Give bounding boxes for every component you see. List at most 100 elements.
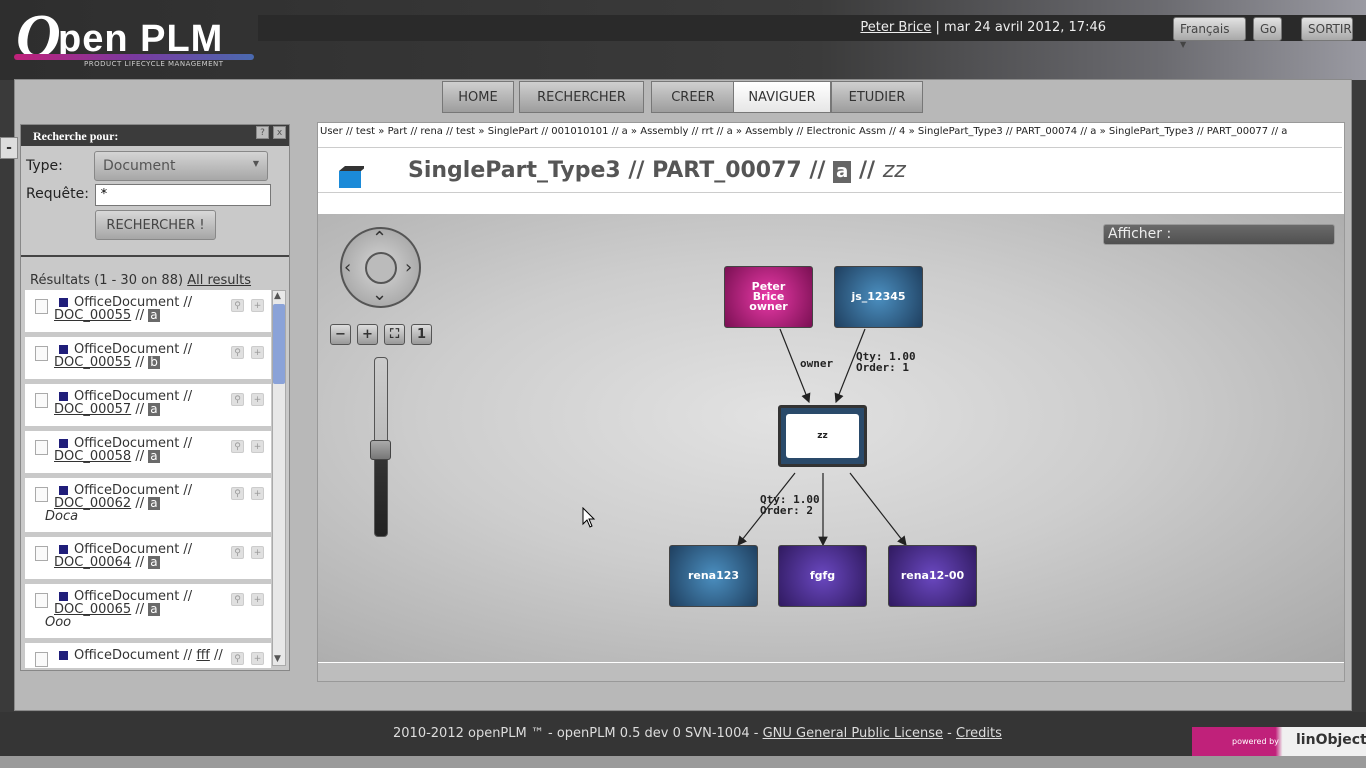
copyright: 2010-2012 openPLM ™ - openPLM 0.5 dev 0 … bbox=[393, 726, 759, 741]
divider bbox=[318, 147, 1342, 148]
arrow-left-icon[interactable]: ‹ bbox=[344, 257, 352, 278]
link-icon[interactable]: ⚲ bbox=[231, 593, 244, 606]
edge-label-child-qty: Qty: 1.00 bbox=[760, 493, 820, 506]
help-icon[interactable]: ? bbox=[256, 126, 269, 139]
add-icon[interactable]: + bbox=[251, 440, 264, 453]
footer-separator: - bbox=[947, 726, 952, 741]
close-icon[interactable]: x bbox=[273, 126, 286, 139]
document-icon bbox=[35, 593, 48, 608]
add-icon[interactable]: + bbox=[251, 346, 264, 359]
language-value: Français bbox=[1180, 22, 1230, 36]
item-ref-line: DOC_00055 // a bbox=[54, 308, 160, 323]
breadcrumb[interactable]: User // test » Part // rena // test » Si… bbox=[320, 126, 1288, 137]
user-link[interactable]: Peter Brice bbox=[860, 20, 932, 35]
arrow-up-icon[interactable]: ⌃ bbox=[372, 228, 388, 249]
graph-node-owner[interactable]: Peter Brice owner bbox=[724, 266, 813, 328]
list-item[interactable]: OfficeDocument // DOC_00065 // a Ooo ⚲ + bbox=[25, 584, 271, 638]
link-icon[interactable]: ⚲ bbox=[231, 393, 244, 406]
search-button[interactable]: RECHERCHER ! bbox=[95, 210, 216, 240]
arrow-right-icon[interactable]: › bbox=[405, 257, 413, 278]
zoom-out-button[interactable]: − bbox=[330, 324, 351, 345]
graph-node-current[interactable]: zz bbox=[778, 405, 867, 467]
graph-node-child[interactable]: fgfg bbox=[778, 545, 867, 607]
item-ref-link[interactable]: DOC_00064 bbox=[54, 555, 132, 570]
type-select[interactable]: Document ▼ bbox=[94, 151, 268, 181]
graph-node-parent[interactable]: js_12345 bbox=[834, 266, 923, 328]
collapse-sidebar-button[interactable]: - bbox=[0, 137, 18, 159]
credits-link[interactable]: Credits bbox=[956, 726, 1002, 741]
link-icon[interactable]: ⚲ bbox=[231, 652, 244, 665]
add-icon[interactable]: + bbox=[251, 546, 264, 559]
type-color-icon bbox=[59, 298, 68, 307]
graph-node-child[interactable]: rena123 bbox=[669, 545, 758, 607]
language-select[interactable]: Français ▼ bbox=[1173, 17, 1246, 49]
link-icon[interactable]: ⚲ bbox=[231, 299, 244, 312]
item-type: OfficeDocument // bbox=[74, 483, 193, 498]
add-icon[interactable]: + bbox=[251, 652, 264, 665]
results-list: OfficeDocument // DOC_00055 // a ⚲ + Off… bbox=[25, 290, 272, 668]
divider bbox=[21, 255, 289, 257]
nav-etudier[interactable]: ETUDIER bbox=[831, 81, 923, 113]
fit-screen-icon[interactable]: ⛶ bbox=[384, 324, 405, 345]
query-input[interactable]: * bbox=[95, 184, 271, 206]
nav-rechercher[interactable]: RECHERCHER bbox=[519, 81, 644, 113]
nav-naviguer[interactable]: NAVIGUER bbox=[733, 81, 831, 113]
list-item[interactable]: OfficeDocument // fff // ⚲ + bbox=[25, 643, 271, 668]
document-icon bbox=[35, 299, 48, 314]
edge-label-child-order: Order: 2 bbox=[760, 504, 813, 517]
license-link[interactable]: GNU General Public License bbox=[762, 726, 944, 741]
list-item[interactable]: OfficeDocument // DOC_00055 // b ⚲ + bbox=[25, 337, 271, 379]
list-item[interactable]: OfficeDocument // DOC_00064 // a ⚲ + bbox=[25, 537, 271, 579]
powered-by-logo[interactable]: powered by linObject bbox=[1192, 727, 1366, 756]
list-item[interactable]: OfficeDocument // DOC_00062 // a Doca ⚲ … bbox=[25, 478, 271, 532]
type-color-icon bbox=[59, 439, 68, 448]
item-type-line: OfficeDocument // fff // bbox=[74, 648, 223, 663]
openplm-logo[interactable]: O pen PLM PRODUCT LIFECYCLE MANAGEMENT bbox=[14, 3, 259, 72]
node-label: Peter Brice owner bbox=[749, 280, 788, 313]
item-ref-link[interactable]: DOC_00055 bbox=[54, 355, 132, 370]
nav-creer[interactable]: CREER bbox=[651, 81, 735, 113]
zoom-reset-button[interactable]: 1 bbox=[411, 324, 432, 345]
add-icon[interactable]: + bbox=[251, 299, 264, 312]
all-results-link[interactable]: All results bbox=[187, 273, 252, 288]
add-icon[interactable]: + bbox=[251, 393, 264, 406]
list-item[interactable]: OfficeDocument // DOC_00055 // a ⚲ + bbox=[25, 290, 271, 332]
results-count: Résultats (1 - 30 on 88) bbox=[30, 273, 184, 288]
pan-center[interactable] bbox=[365, 252, 397, 284]
link-icon[interactable]: ⚲ bbox=[231, 487, 244, 500]
item-ref-link[interactable]: DOC_00055 bbox=[54, 308, 132, 323]
item-ref-link[interactable]: DOC_00065 bbox=[54, 602, 132, 617]
node-label: js_12345 bbox=[851, 290, 906, 303]
item-ref-link[interactable]: DOC_00062 bbox=[54, 496, 132, 511]
type-label: Type: bbox=[26, 158, 63, 174]
scroll-up-icon[interactable]: ▲ bbox=[274, 291, 281, 301]
results-scrollbar[interactable] bbox=[272, 290, 286, 666]
arrow-down-icon[interactable]: ⌄ bbox=[372, 284, 388, 305]
edge-owner bbox=[779, 328, 811, 404]
display-options-dropdown[interactable]: Afficher : bbox=[1103, 224, 1335, 245]
type-color-icon bbox=[59, 592, 68, 601]
zoom-slider-handle[interactable] bbox=[370, 440, 391, 460]
item-ref-line: DOC_00065 // a bbox=[54, 602, 160, 617]
add-icon[interactable]: + bbox=[251, 593, 264, 606]
link-icon[interactable]: ⚲ bbox=[231, 440, 244, 453]
zoom-in-button[interactable]: + bbox=[357, 324, 378, 345]
graph-node-child[interactable]: rena12-00 bbox=[888, 545, 977, 607]
item-ref-link[interactable]: fff bbox=[196, 648, 210, 663]
list-item[interactable]: OfficeDocument // DOC_00058 // a ⚲ + bbox=[25, 431, 271, 473]
pan-control[interactable]: ⌃ ⌄ ‹ › bbox=[340, 227, 421, 308]
logo-swoosh bbox=[14, 54, 254, 60]
list-item[interactable]: OfficeDocument // DOC_00057 // a ⚲ + bbox=[25, 384, 271, 426]
bottom-strip bbox=[0, 756, 1366, 768]
nav-home[interactable]: HOME bbox=[442, 81, 514, 113]
item-ref-link[interactable]: DOC_00058 bbox=[54, 449, 132, 464]
link-icon[interactable]: ⚲ bbox=[231, 346, 244, 359]
add-icon[interactable]: + bbox=[251, 487, 264, 500]
item-type: OfficeDocument // bbox=[74, 436, 193, 451]
scrollbar-thumb[interactable] bbox=[273, 304, 285, 384]
go-button[interactable]: Go bbox=[1253, 17, 1282, 41]
item-ref-link[interactable]: DOC_00057 bbox=[54, 402, 132, 417]
logout-button[interactable]: SORTIR bbox=[1301, 17, 1353, 41]
link-icon[interactable]: ⚲ bbox=[231, 546, 244, 559]
scroll-down-icon[interactable]: ▼ bbox=[274, 654, 281, 664]
